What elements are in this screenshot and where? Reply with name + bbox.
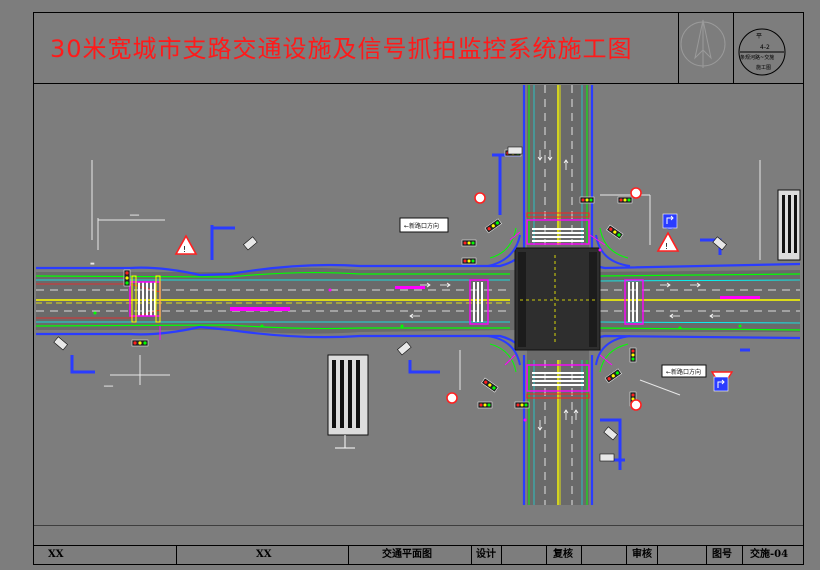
svg-text:▬: ▬ xyxy=(90,261,95,267)
right-info-sign-board xyxy=(777,189,801,261)
title-block-design-label: 设计 xyxy=(476,549,496,560)
svg-text:═══: ═══ xyxy=(103,384,114,390)
title-block-grid xyxy=(176,546,743,564)
title-block-review-label: 复核 xyxy=(553,549,573,560)
camera-icons xyxy=(53,146,727,462)
stamp-project-text: 条规河路~交施 xyxy=(740,55,775,61)
info-sign-board xyxy=(327,354,369,449)
stamp-stage-text: 施工图 xyxy=(756,65,772,71)
warning-sign-icons xyxy=(174,231,680,255)
title-block-drawing-no-label: 图号 xyxy=(712,549,732,560)
traffic-signal-heads xyxy=(123,149,637,409)
stamp-sheet-number: 4-2 xyxy=(760,44,770,51)
stamp-top-text: 平 xyxy=(756,33,763,40)
east-west-road xyxy=(35,254,801,349)
direction-sign-boards xyxy=(399,217,707,378)
title-block-drawing-no: 交施-04 xyxy=(750,549,789,560)
intersection-box xyxy=(469,227,644,373)
svg-text:←新路口方向: ←新路口方向 xyxy=(666,368,701,376)
title-block-cell-1: XX xyxy=(48,549,64,560)
svg-text:←新路口方向: ←新路口方向 xyxy=(404,222,439,230)
title-block-drawing-name: 交通平面图 xyxy=(382,549,432,560)
drawing-title: 30米宽城市支路交通设施及信号抓拍监控系统施工图 xyxy=(50,35,633,63)
north-arrow-icon xyxy=(680,19,726,68)
north-south-road xyxy=(522,85,594,505)
svg-text:!: ! xyxy=(183,245,186,254)
title-block-audit-label: 审核 xyxy=(632,549,652,560)
svg-text:═══: ═══ xyxy=(129,213,140,219)
drawing-stamp xyxy=(738,28,786,76)
title-block-cell-2: XX xyxy=(256,549,272,560)
svg-text:!: ! xyxy=(665,242,668,251)
pole-lines xyxy=(91,160,761,396)
sheet-border xyxy=(33,12,804,565)
